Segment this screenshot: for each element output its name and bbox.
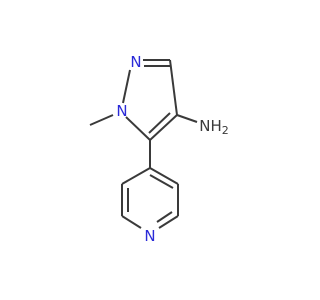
atom-n1-label: N — [116, 102, 127, 120]
bond-c3-c4 — [169, 59, 178, 116]
atom-pyridine-n-label: N — [144, 227, 155, 245]
bond-py-n-c5 — [121, 215, 142, 229]
atom-amine-text: NH — [199, 117, 222, 135]
bond-py-c3-n-inner — [156, 211, 173, 223]
atom-n2-label: N — [130, 53, 141, 71]
chemical-structure-diagram: N N NH2 N — [89, 53, 229, 245]
bond-c4-c5-double-outer — [149, 114, 178, 141]
atom-amine-subscript: 2 — [222, 124, 229, 137]
bond-c4-c5-double-inner — [148, 112, 171, 134]
bond-py-c6-c1 — [121, 167, 151, 185]
bond-n1-n2 — [122, 69, 131, 104]
bond-n1-methyl — [89, 114, 114, 126]
bond-py-c3-n — [158, 215, 179, 229]
bond-c4-amine — [176, 114, 198, 123]
bond-py-c1-c2-inner — [149, 174, 174, 189]
bond-py-c1-c2 — [149, 167, 179, 185]
atom-amine-label: NH2 — [199, 117, 229, 137]
bond-c5-n1 — [125, 116, 151, 141]
